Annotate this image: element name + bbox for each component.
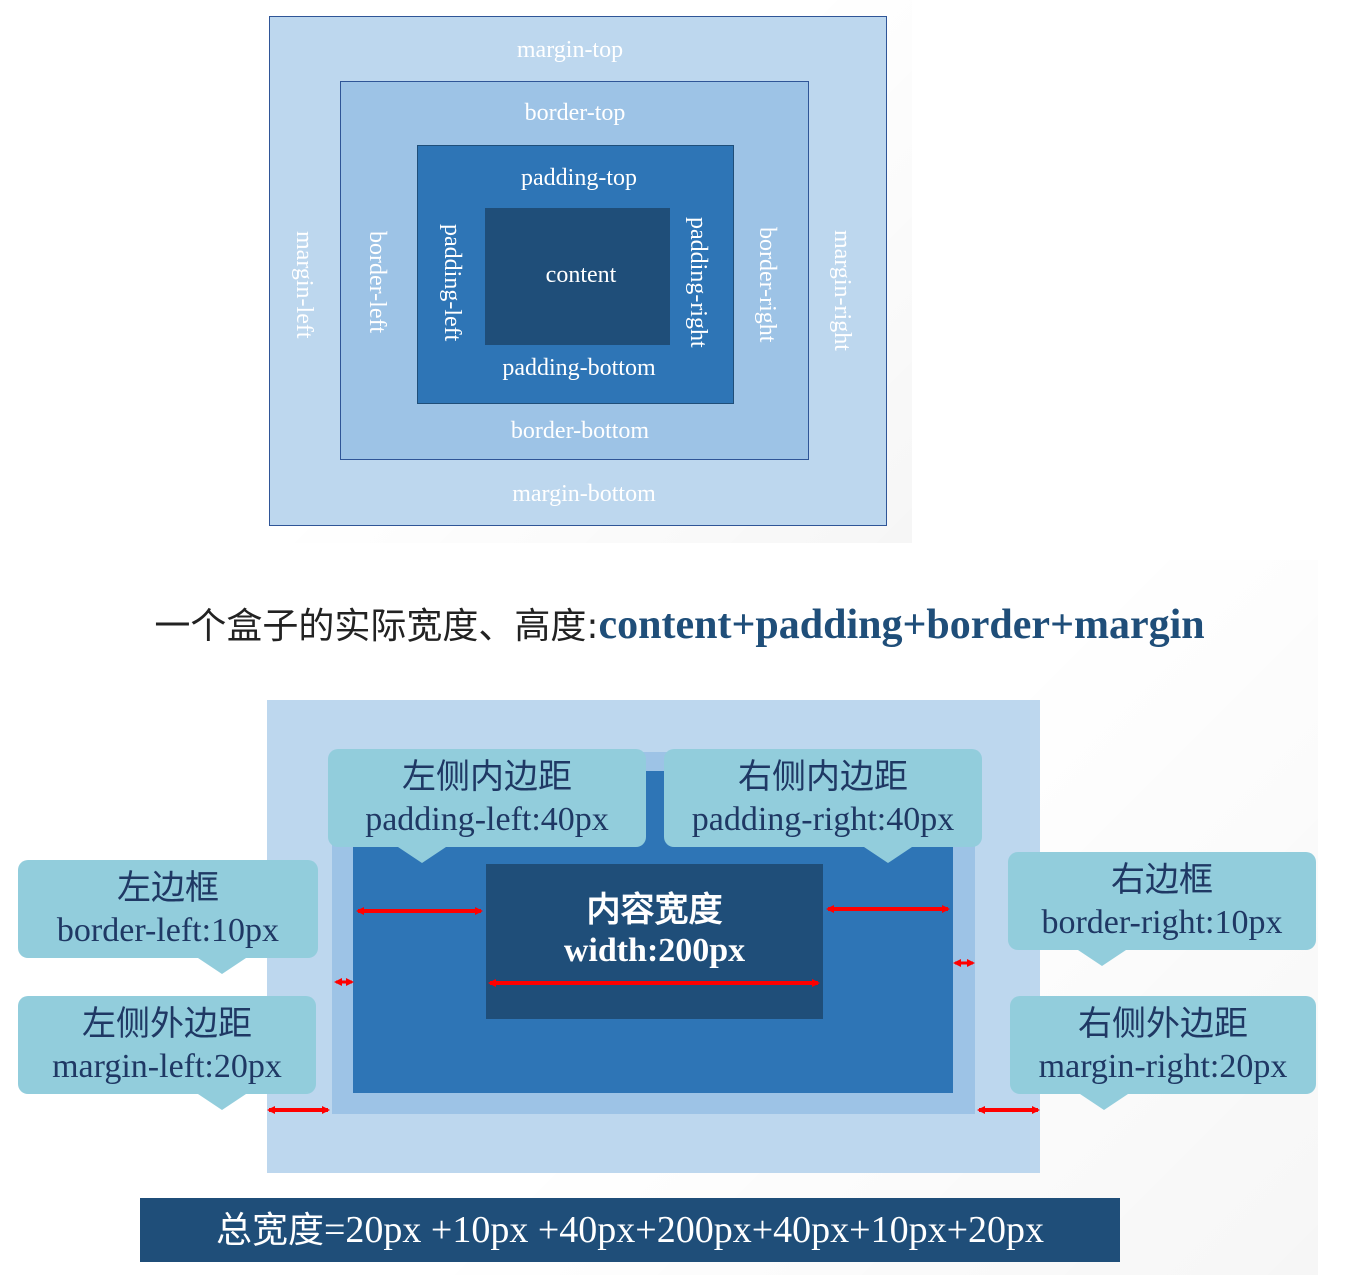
formula-line: 一个盒子的实际宽度、高度:content+padding+border+marg… — [0, 597, 1359, 655]
margin-left-label: margin-left — [291, 231, 317, 339]
callout-padding-left-value: padding-left:40px — [365, 801, 609, 838]
callout-border-right: 右边框 border-right:10px — [1008, 852, 1316, 966]
margin-bottom-label: margin-bottom — [512, 481, 656, 507]
callout-padding-left-title: 左侧内边距 — [402, 757, 572, 797]
callout-border-right-title: 右边框 — [1111, 860, 1213, 900]
border-bottom-label: border-bottom — [510, 418, 650, 444]
callout-margin-left-title: 左侧外边距 — [82, 1004, 252, 1044]
margin-right-label: margin-right — [829, 229, 855, 351]
callout-tail — [398, 847, 446, 863]
callout-border-right-value: border-right:10px — [1041, 904, 1283, 941]
content-width-title: 内容宽度 — [586, 890, 723, 930]
callout-margin-right-title: 右侧外边距 — [1078, 1004, 1248, 1044]
padding-top-label: padding-top — [521, 165, 637, 191]
callout-margin-left: 左侧外边距 margin-left:20px — [18, 996, 316, 1110]
callout-margin-right: 右侧外边距 margin-right:20px — [1010, 996, 1316, 1110]
formula-prefix: 一个盒子的实际宽度、高度: — [154, 606, 599, 647]
callout-border-left-title: 左边框 — [117, 868, 219, 908]
total-width-label: 总宽度 — [215, 1210, 324, 1251]
callout-tail — [1078, 950, 1126, 966]
callout-tail — [1080, 1094, 1128, 1110]
width-content-area: 内容宽度 width:200px — [486, 864, 823, 1019]
callout-padding-right-title: 右侧内边距 — [738, 757, 908, 797]
callout-tail — [198, 1094, 246, 1110]
content-width-value: width:200px — [563, 932, 746, 969]
callout-border-left-value: border-left:10px — [56, 912, 280, 949]
callout-padding-left: 左侧内边距 padding-left:40px — [328, 749, 646, 863]
padding-right-label: padding-right — [685, 216, 711, 348]
border-left-label: border-left — [364, 230, 390, 334]
padding-bottom-label: padding-bottom — [502, 355, 656, 381]
callout-tail — [864, 847, 912, 863]
border-right-label: border-right — [754, 227, 780, 343]
callout-padding-right: 右侧内边距 padding-right:40px — [664, 749, 982, 863]
margin-top-label: margin-top — [516, 37, 624, 63]
callout-border-left: 左边框 border-left:10px — [18, 860, 318, 974]
formula-expression: content+padding+border+margin — [598, 602, 1205, 648]
total-width-expression: =20px +10px +40px+200px+40px+10px+20px — [324, 1209, 1045, 1251]
total-width-banner: 总宽度=20px +10px +40px+200px+40px+10px+20p… — [140, 1198, 1120, 1262]
callout-padding-right-value: padding-right:40px — [691, 801, 955, 838]
content-area — [485, 208, 670, 345]
border-top-label: border-top — [524, 100, 626, 126]
content-label: content — [545, 262, 617, 288]
callout-margin-left-value: margin-left:20px — [52, 1048, 282, 1085]
padding-left-label: padding-left — [439, 224, 465, 342]
callout-margin-right-value: margin-right:20px — [1038, 1048, 1288, 1085]
callout-tail — [198, 958, 246, 974]
